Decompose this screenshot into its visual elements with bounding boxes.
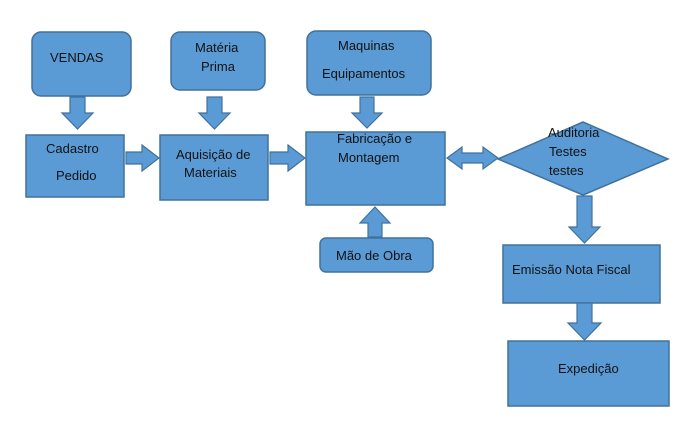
mao-de-obra-box bbox=[319, 237, 434, 273]
maquinas-box bbox=[306, 30, 432, 96]
node-aquisicao: Aquisição de Materiais bbox=[159, 134, 269, 201]
arrow-emissao-to-expedicao bbox=[566, 302, 603, 341]
auditoria-label-line3: testes bbox=[549, 163, 584, 178]
emissao-label: Emissão Nota Fiscal bbox=[512, 262, 631, 277]
arrow-mao-de-obra-to-fabricacao bbox=[358, 206, 392, 238]
node-mao-de-obra: Mão de Obra bbox=[319, 237, 434, 273]
auditoria-label-line2: Testes bbox=[549, 144, 587, 159]
vendas-label: VENDAS bbox=[50, 50, 104, 65]
fabricacao-box bbox=[305, 131, 446, 206]
aquisicao-label-line2: Materiais bbox=[184, 165, 237, 180]
node-fabricacao: Fabricação e Montagem bbox=[305, 131, 446, 206]
materia-prima-label-line2: Prima bbox=[201, 59, 236, 74]
arrow-vendas-to-cadastro bbox=[60, 96, 95, 130]
maquinas-label-line2: Equipamentos bbox=[322, 66, 406, 81]
auditoria-diamond bbox=[496, 121, 670, 196]
cadastro-label-line1: Cadastro bbox=[46, 141, 99, 156]
aquisicao-box bbox=[159, 134, 269, 201]
arrow-materia-prima-to-aquisicao bbox=[197, 96, 232, 130]
mao-de-obra-label: Mão de Obra bbox=[336, 248, 413, 263]
expedicao-box bbox=[507, 340, 670, 407]
fabricacao-label-line2: Montagem bbox=[338, 150, 399, 165]
cadastro-label-line2: Pedido bbox=[56, 168, 96, 183]
emissao-box bbox=[502, 244, 661, 304]
aquisicao-label-line1: Aquisição de bbox=[176, 147, 250, 162]
node-auditoria: Auditoria Testes testes bbox=[496, 121, 670, 196]
maquinas-label-line1: Maquinas bbox=[338, 38, 395, 53]
arrow-maquinas-to-fabricacao bbox=[350, 96, 384, 129]
cadastro-box bbox=[25, 134, 125, 198]
fabricacao-label-line1: Fabricação e bbox=[337, 131, 412, 146]
arrow-aquisicao-to-fabricacao bbox=[269, 143, 306, 173]
arrow-cadastro-to-aquisicao bbox=[125, 143, 160, 173]
vendas-box bbox=[31, 31, 132, 97]
node-expedicao: Expedição bbox=[507, 340, 670, 407]
node-emissao: Emissão Nota Fiscal bbox=[502, 244, 661, 304]
auditoria-label-line1: Auditoria bbox=[548, 125, 600, 140]
materia-prima-box bbox=[170, 31, 266, 91]
node-materia-prima: Matéria Prima bbox=[170, 31, 266, 91]
node-cadastro: Cadastro Pedido bbox=[25, 134, 125, 198]
arrow-fabricacao-auditoria-double bbox=[445, 145, 500, 171]
node-vendas: VENDAS bbox=[31, 31, 132, 97]
node-maquinas: Maquinas Equipamentos bbox=[306, 30, 432, 96]
arrow-auditoria-to-emissao bbox=[567, 195, 602, 244]
materia-prima-label-line1: Matéria bbox=[195, 40, 239, 55]
expedicao-label: Expedição bbox=[558, 361, 619, 376]
